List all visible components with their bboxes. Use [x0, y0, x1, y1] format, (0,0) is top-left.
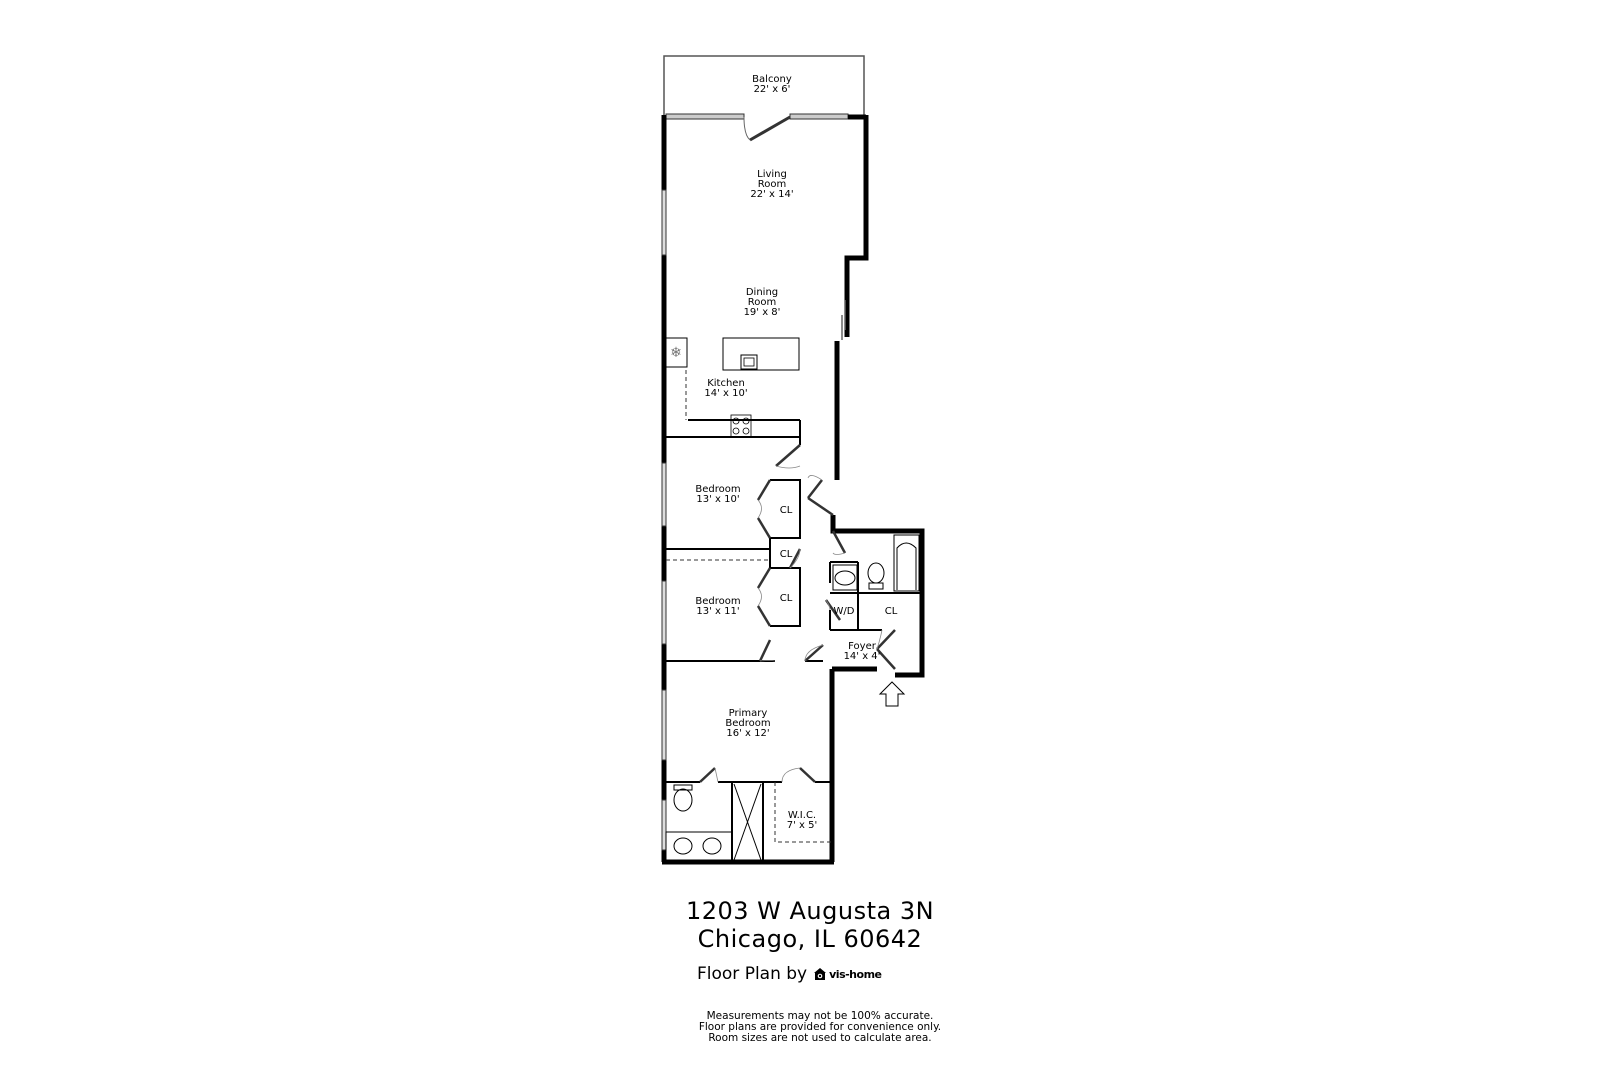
side-door [841, 300, 846, 340]
washer-dryer-label: W/D [834, 606, 855, 617]
label-living-room-2: Room [758, 179, 786, 190]
left-windows [661, 189, 667, 851]
disclaimer-line-1: Measurements may not be 100% accurate. [706, 1010, 934, 1022]
room-labels: Balcony 22' x 6' Living Room 22' x 14' D… [695, 74, 897, 831]
label-bedroom-2: Bedroom [695, 596, 740, 607]
disclaimer-line-2: Floor plans are provided for convenience… [698, 1021, 942, 1033]
size-living-room: 22' x 14' [750, 189, 793, 200]
address-line-2: Chicago, IL 60642 [697, 925, 923, 953]
size-wic: 7' x 5' [787, 820, 818, 831]
interior-walls [664, 419, 922, 862]
size-bedroom-2: 13' x 11' [696, 606, 739, 617]
label-living-room-1: Living [757, 169, 787, 180]
closet-label-1: CL [780, 505, 793, 516]
label-balcony: Balcony [752, 74, 792, 85]
label-wic: W.I.C. [788, 810, 816, 821]
size-dining-room: 19' x 8' [744, 307, 781, 318]
label-foyer: Foyer [848, 641, 877, 652]
svg-text:❄: ❄ [670, 345, 682, 361]
label-dining-room-2: Room [748, 297, 776, 308]
doors [699, 444, 896, 783]
dashed-lines [666, 370, 832, 843]
brand-name: vis-home [829, 967, 882, 981]
size-primary-bedroom: 16' x 12' [726, 728, 769, 739]
size-bedroom-1: 13' x 10' [696, 494, 739, 505]
label-primary-bedroom-2: Bedroom [725, 718, 770, 729]
disclaimer: Measurements may not be 100% accurate. F… [680, 1011, 960, 1044]
floor-plan-credit: Floor Plan by vis-home [697, 964, 882, 984]
vis-home-logo: vis-home [813, 967, 882, 981]
entry-arrow-icon [878, 681, 906, 707]
label-bedroom-1: Bedroom [695, 484, 740, 495]
address-line-1: 1203 W Augusta 3N [685, 897, 935, 925]
disclaimer-line-3: Room sizes are not used to calculate are… [708, 1032, 932, 1044]
size-balcony: 22' x 6' [754, 84, 791, 95]
stove-icon [730, 414, 752, 438]
credit-prefix: Floor Plan by [697, 964, 808, 984]
closet-label-4: CL [885, 606, 898, 617]
house-camera-icon [814, 968, 827, 980]
label-kitchen: Kitchen [707, 378, 745, 389]
balcony [663, 55, 865, 117]
label-primary-bedroom-1: Primary [729, 708, 768, 719]
kitchen-island [722, 337, 800, 371]
bathroom-fixtures [665, 534, 920, 861]
refrigerator-icon: ❄ [665, 337, 688, 368]
balcony-glass-wall [665, 113, 849, 142]
closet-label-2: CL [780, 549, 793, 560]
closet-label-3: CL [780, 593, 793, 604]
size-foyer: 14' x 4' [844, 651, 881, 662]
size-kitchen: 14' x 10' [704, 388, 747, 399]
label-dining-room-1: Dining [746, 287, 778, 298]
